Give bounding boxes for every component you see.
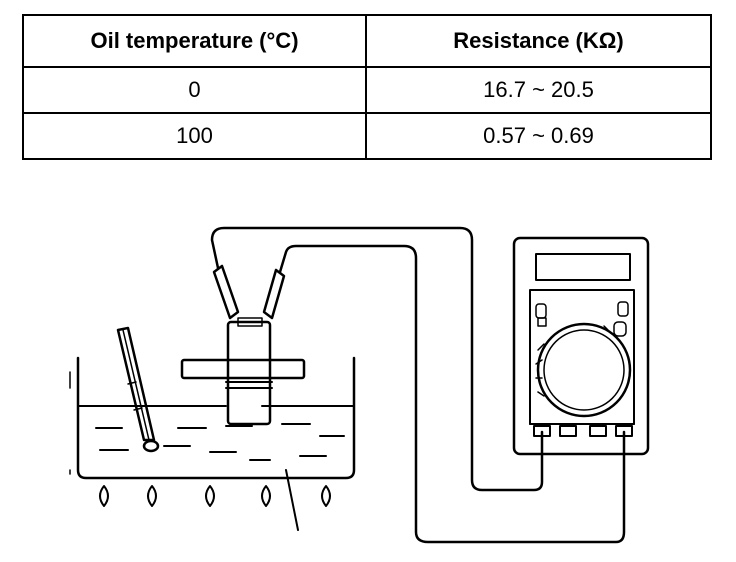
resistance-spec-table: Oil temperature (°C) Resistance (KΩ) 0 1… (22, 14, 712, 160)
oil-bath-container (69, 356, 356, 480)
header-oil-temperature: Oil temperature (°C) (22, 14, 367, 68)
table-row: 100 0.57 ~ 0.69 (22, 112, 712, 160)
test-leads (210, 226, 626, 544)
burner-flames (99, 469, 331, 531)
cell-temperature: 0 (22, 66, 367, 114)
table-row: 0 16.7 ~ 20.5 (22, 66, 712, 114)
temperature-sensor (180, 264, 306, 426)
table-header-row: Oil temperature (°C) Resistance (KΩ) (22, 14, 712, 68)
header-resistance: Resistance (KΩ) (365, 14, 712, 68)
oil-surface (77, 405, 355, 461)
cell-resistance: 16.7 ~ 20.5 (365, 66, 712, 114)
ohmmeter (512, 236, 650, 456)
cell-resistance: 0.57 ~ 0.69 (365, 112, 712, 160)
cell-temperature: 100 (22, 112, 367, 160)
thermometer (116, 326, 160, 453)
